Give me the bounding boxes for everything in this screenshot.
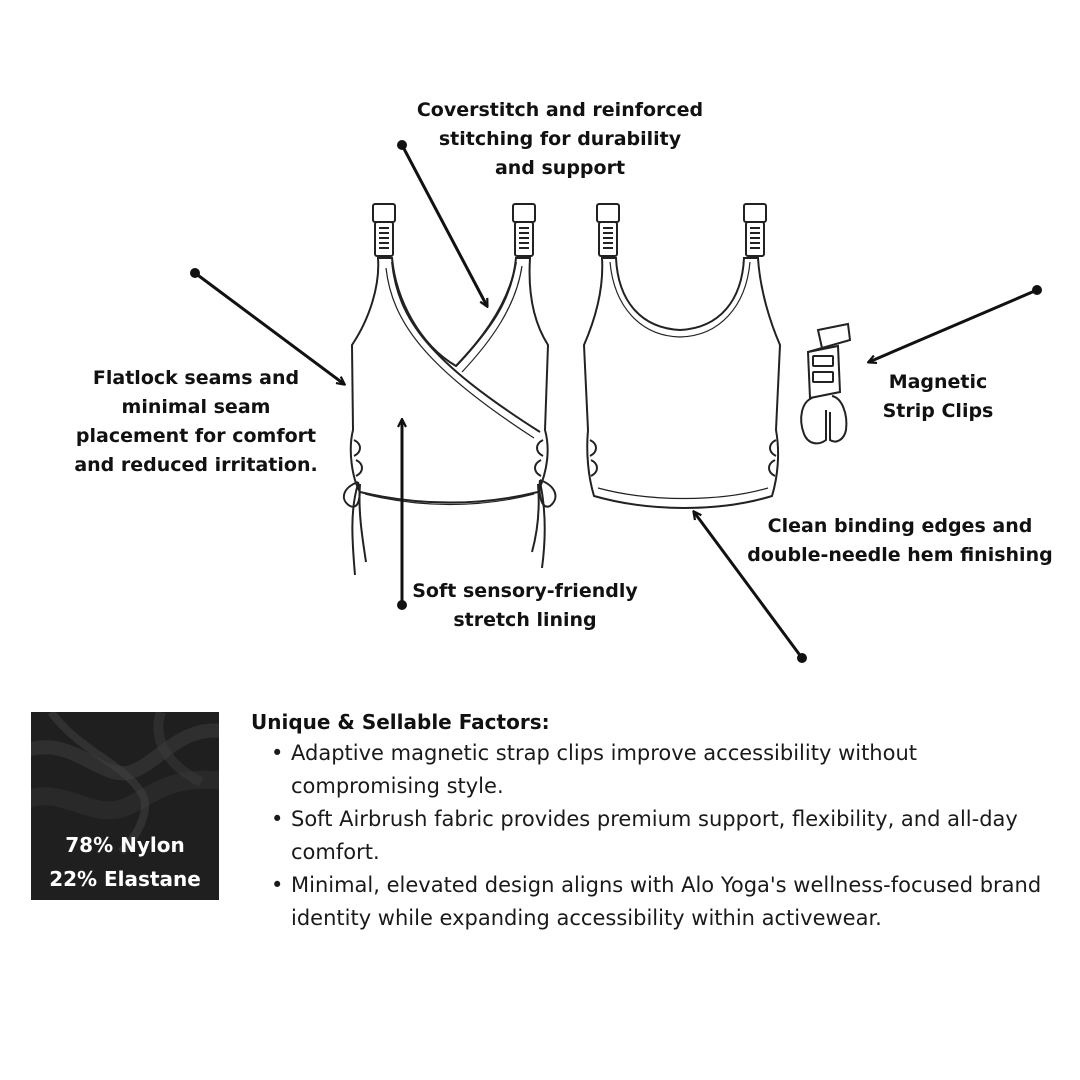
factor-item: Adaptive magnetic strap clips improve ac… — [271, 737, 1071, 803]
front-left-strap-clip — [372, 203, 396, 257]
magnetic-line-2: Strip Clips — [882, 400, 994, 422]
front-right-drawstring — [531, 479, 557, 569]
lining-callout: Soft sensory-friendly stretch lining — [405, 577, 645, 635]
flatlock-line-3: placement for comfort — [75, 425, 317, 447]
unique-factors-list: Adaptive magnetic strap clips improve ac… — [251, 737, 1071, 935]
back-left-strap-clip — [596, 203, 620, 257]
fabric-swatch: 78% Nylon 22% Elastane — [31, 712, 219, 900]
binding-line-2: double-needle hem finishing — [747, 544, 1053, 566]
binding-line-1: Clean binding edges and — [767, 515, 1033, 537]
lining-line-1: Soft sensory-friendly — [412, 580, 638, 602]
fabric-elastane: 22% Elastane — [49, 867, 201, 891]
coverstitch-line-2: stitching for durability — [438, 128, 682, 150]
factor-item: Soft Airbrush fabric provides premium su… — [271, 803, 1071, 869]
fabric-nylon: 78% Nylon — [65, 833, 185, 857]
flatlock-callout: Flatlock seams and minimal seam placemen… — [62, 364, 330, 480]
fabric-composition: 78% Nylon 22% Elastane — [31, 828, 219, 896]
front-left-drawstring — [342, 481, 367, 576]
callout-arrows — [190, 140, 1042, 663]
coverstitch-callout: Coverstitch and reinforced stitching for… — [400, 96, 720, 183]
front-right-strap-clip — [512, 203, 536, 257]
coverstitch-line-3: and support — [494, 157, 626, 179]
back-right-strap-clip — [743, 203, 767, 257]
unique-factors-heading: Unique & Sellable Factors: — [251, 710, 550, 734]
magnetic-line-1: Magnetic — [888, 371, 988, 393]
lining-line-2: stretch lining — [453, 609, 597, 631]
fabric-fold-texture — [31, 712, 219, 855]
front-view-flat — [342, 203, 557, 576]
magnetic-clip-detail — [800, 322, 852, 445]
flatlock-arrow — [194, 271, 344, 384]
back-view-flat — [582, 203, 782, 509]
tank-top-technical-flats — [190, 140, 1042, 663]
binding-callout: Clean binding edges and double-needle he… — [738, 512, 1062, 570]
flatlock-line-1: Flatlock seams and — [92, 367, 300, 389]
flatlock-line-4: and reduced irritation. — [74, 454, 318, 476]
unique-factors-section: Unique & Sellable Factors: Adaptive magn… — [251, 707, 1071, 935]
factor-item: Minimal, elevated design aligns with Alo… — [271, 869, 1071, 935]
magnetic-arrow — [869, 288, 1038, 362]
flatlock-line-2: minimal seam — [121, 396, 271, 418]
binding-arrow — [694, 512, 804, 659]
coverstitch-line-1: Coverstitch and reinforced — [416, 99, 704, 121]
magnetic-callout: Magnetic Strip Clips — [868, 368, 1008, 426]
coverstitch-arrow — [400, 144, 487, 306]
